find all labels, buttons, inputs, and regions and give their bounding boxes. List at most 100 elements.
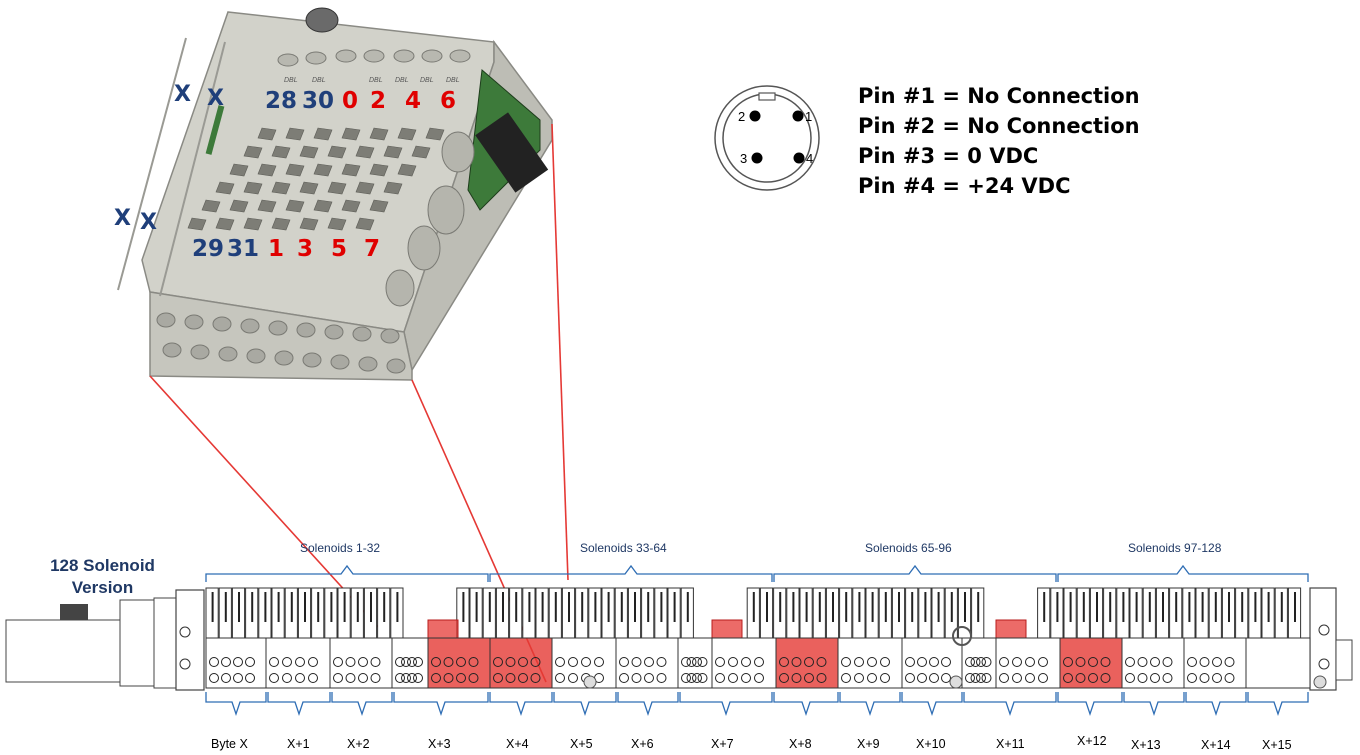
dbl-mark: DBL (312, 77, 326, 84)
port (867, 673, 877, 683)
port (791, 657, 802, 667)
port (1187, 673, 1197, 683)
port (468, 657, 479, 667)
port (929, 673, 939, 683)
port (741, 673, 751, 683)
grid-window (411, 145, 431, 159)
byte-label: X+6 (631, 737, 654, 751)
port (245, 657, 255, 667)
m12-connector-diagram: 1 2 3 4 (714, 85, 820, 191)
solenoid-group-brackets (205, 564, 1309, 582)
grid-window (299, 145, 319, 159)
byte-bracket (331, 692, 393, 717)
port (505, 657, 516, 667)
module-number-bottom: 29 (192, 236, 225, 262)
port (905, 657, 915, 667)
port (804, 657, 814, 667)
port (754, 657, 764, 667)
port (970, 673, 981, 683)
sub-base (775, 637, 839, 689)
port (941, 657, 951, 667)
byte-label: X+13 (1131, 738, 1161, 752)
byte-bracket (679, 692, 773, 717)
port (443, 673, 454, 683)
port (1100, 673, 1111, 683)
grid-window (243, 145, 263, 159)
port (1199, 673, 1210, 683)
port (345, 673, 356, 683)
port (791, 673, 802, 683)
grid-window (355, 145, 375, 159)
port (456, 657, 466, 667)
module-number-bottom: 1 (268, 236, 285, 262)
port (1125, 673, 1135, 683)
port (929, 657, 939, 667)
front-hole (386, 358, 406, 374)
port (1137, 657, 1148, 667)
grid-window (201, 199, 221, 213)
port (1150, 657, 1160, 667)
port (816, 657, 827, 667)
front-hole (352, 326, 372, 342)
pin-3-description: Pin #3 = 0 VDC (858, 144, 1039, 168)
grid-window (257, 199, 277, 213)
front-hole (358, 356, 378, 372)
blanking-cap (995, 619, 1027, 639)
port (1212, 673, 1222, 683)
module-number-bottom: 7 (364, 236, 381, 262)
port (686, 673, 697, 683)
port (917, 657, 927, 667)
front-hole (330, 354, 350, 370)
front-hole (212, 316, 232, 332)
port (715, 673, 725, 683)
byte-bracket (1185, 692, 1247, 717)
port (917, 673, 927, 683)
port (976, 657, 986, 667)
port (1224, 657, 1235, 667)
blanking-cap (711, 619, 743, 639)
module-x-mark: X (114, 206, 131, 231)
grid-window (425, 127, 445, 141)
byte-label: X+14 (1201, 738, 1231, 752)
port (1012, 673, 1022, 683)
grid-window (313, 127, 333, 141)
byte-label: X+7 (711, 737, 734, 751)
port (804, 673, 814, 683)
top-port (363, 49, 385, 63)
fitting (952, 626, 972, 646)
port (728, 673, 738, 683)
port (981, 673, 992, 683)
sub-base (205, 637, 267, 689)
front-hole (296, 322, 316, 338)
port (854, 657, 864, 667)
module-number-bottom: 31 (227, 236, 260, 262)
port (308, 673, 318, 683)
port (370, 657, 381, 667)
port (209, 673, 219, 683)
port (401, 657, 411, 667)
grid-window (257, 127, 277, 141)
port (1212, 657, 1222, 667)
group-bracket (205, 564, 489, 582)
grid-window (299, 217, 319, 231)
port (692, 657, 702, 667)
pin-4-number: 4 (806, 151, 813, 166)
port (644, 657, 654, 667)
byte-label: X+1 (287, 737, 310, 751)
group-bracket (489, 564, 773, 582)
version-label-line2: Version (71, 578, 134, 597)
grid-window (299, 181, 319, 195)
port (779, 673, 789, 683)
grid-window (369, 199, 389, 213)
port (1187, 657, 1197, 667)
grid-window (229, 163, 249, 177)
grid-window (257, 163, 277, 177)
port (941, 673, 951, 683)
port (1063, 673, 1073, 683)
port (530, 657, 541, 667)
port (282, 657, 292, 667)
module-number-bottom: 3 (297, 236, 314, 262)
grid-window (341, 127, 361, 141)
front-hole (162, 342, 182, 358)
byte-bracket (205, 692, 267, 717)
